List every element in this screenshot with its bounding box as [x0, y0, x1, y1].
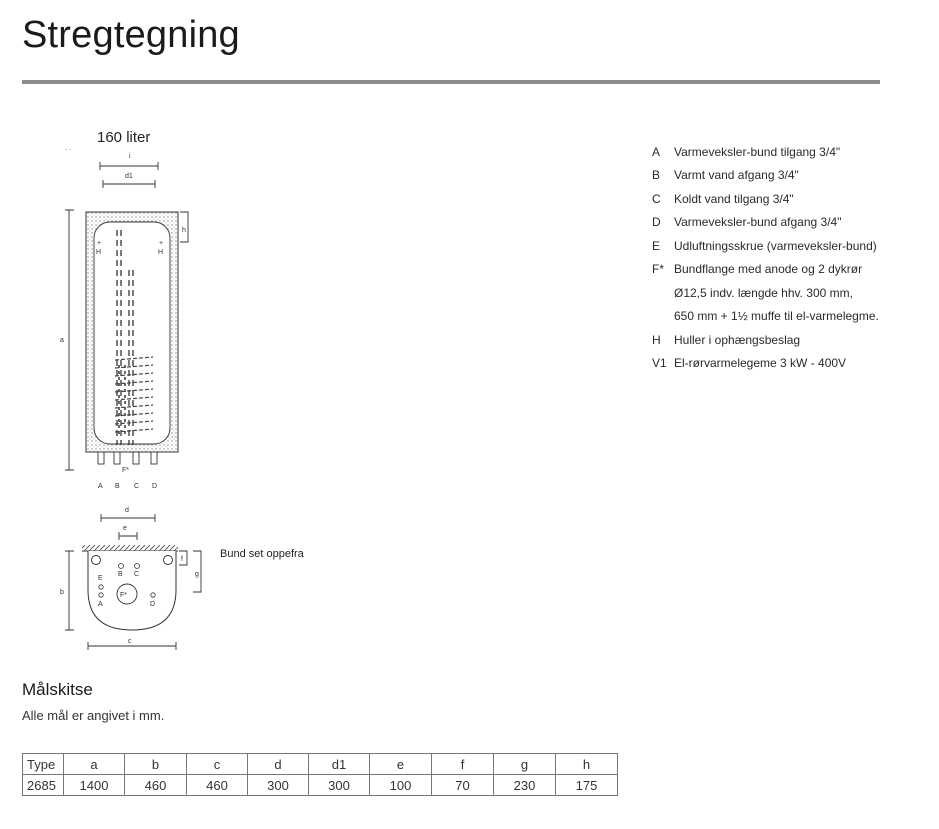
- bottom-c-label: C: [134, 571, 139, 578]
- legend-text: Ø12,5 indv. længde hhv. 300 mm,: [674, 285, 853, 300]
- table-cell: 300: [247, 774, 309, 796]
- legend-key: C: [652, 191, 661, 206]
- bottom-b-label: B: [118, 571, 123, 578]
- legend-key: D: [652, 215, 661, 230]
- legend-key: V1: [652, 356, 667, 371]
- table-header-cell: f: [431, 753, 494, 775]
- bottom-flange-label: F*: [120, 592, 127, 599]
- title-divider: [22, 80, 880, 84]
- legend-text: Varmeveksler-bund afgang 3/4": [674, 215, 842, 230]
- legend-text: Udluftningsskrue (varmeveksler-bund): [674, 238, 877, 253]
- table-header-cell: a: [63, 753, 125, 775]
- tank-inner: [93, 221, 171, 445]
- bottom-a-label: A: [98, 601, 103, 608]
- legend-key: F*: [652, 262, 664, 277]
- table-cell: 460: [186, 774, 248, 796]
- legend-item: 650 mm + 1½ muffe til el-varmelegme.: [652, 305, 932, 329]
- table-cell: 100: [369, 774, 432, 796]
- legend-item: A Varmeveksler-bund tilgang 3/4": [652, 140, 932, 164]
- legend-text: El-rørvarmelegeme 3 kW - 400V: [674, 356, 847, 371]
- page-title: Stregtegning: [22, 14, 240, 56]
- svg-text:. .: . .: [65, 143, 72, 152]
- dim-h-label: h: [182, 227, 186, 234]
- table-header-cell: d1: [308, 753, 370, 775]
- legend-item: F* Bundflange med anode og 2 dykrør: [652, 258, 932, 282]
- table-cell: 175: [555, 774, 618, 796]
- legend: A Varmeveksler-bund tilgang 3/4" B Varmt v…: [652, 140, 932, 375]
- flange-label-side: F*: [122, 467, 129, 474]
- dim-i-label: i: [129, 153, 131, 160]
- svg-text:+: +: [159, 240, 163, 247]
- table-header-cell: c: [186, 753, 248, 775]
- legend-item: B Varmt vand afgang 3/4": [652, 164, 932, 188]
- table-header-cell: Type: [22, 753, 64, 775]
- table-header-cell: d: [247, 753, 309, 775]
- bottom-d-label: D: [150, 601, 155, 608]
- legend-item: D Varmeveksler-bund afgang 3/4": [652, 211, 932, 235]
- legend-item: V1 El-rørvarmelegeme 3 kW - 400V: [652, 352, 932, 376]
- legend-key: B: [652, 168, 661, 183]
- capacity-label: 160 liter: [97, 129, 150, 146]
- legend-text: Koldt vand tilgang 3/4": [674, 191, 794, 206]
- legend-text: Huller i ophængsbeslag: [674, 332, 801, 347]
- table-header-cell: e: [369, 753, 432, 775]
- bottom-e-label: E: [98, 575, 103, 582]
- connection-b-label: B: [115, 483, 120, 490]
- table-header-row: Type a b c d d1 e f g h: [22, 753, 618, 775]
- table-header-cell: h: [555, 753, 618, 775]
- table-cell: 460: [124, 774, 187, 796]
- connection-a-label: A: [98, 483, 103, 490]
- table-cell: 1400: [63, 774, 125, 796]
- table-header-cell: b: [124, 753, 187, 775]
- hanger-h-right: H: [158, 249, 163, 256]
- bottom-note: Bund set oppefra: [220, 548, 305, 560]
- section-title: Målskitse: [22, 680, 93, 699]
- legend-text: Varmeveksler-bund tilgang 3/4": [674, 144, 841, 159]
- connection-d-label: D: [152, 483, 157, 490]
- dim-a-label: a: [60, 337, 64, 344]
- dim-e-label: e: [123, 525, 127, 532]
- dim-b-label: b: [60, 589, 64, 596]
- table-row: 2685 1400 460 460 300 300 100 70 230 175: [22, 774, 618, 796]
- dim-c-label: c: [128, 638, 132, 645]
- table-cell: 300: [308, 774, 370, 796]
- legend-item: E Udluftningsskrue (varmeveksler-bund): [652, 234, 932, 258]
- table-cell: 2685: [22, 774, 64, 796]
- technical-drawing: . . 160 liter i d1 a h + H + H F* A B C …: [60, 129, 305, 650]
- legend-text: Bundflange med anode og 2 dykrør: [674, 262, 863, 277]
- legend-key: A: [652, 144, 661, 159]
- dimension-table: Type a b c d d1 e f g h 2685 1400 460 46…: [22, 753, 618, 796]
- table-header-cell: g: [493, 753, 556, 775]
- legend-key: H: [652, 332, 661, 347]
- legend-text: 650 mm + 1½ muffe til el-varmelegme.: [674, 309, 879, 324]
- connection-c-label: C: [134, 483, 139, 490]
- dim-f-label: f: [181, 556, 183, 563]
- table-cell: 230: [493, 774, 556, 796]
- legend-item: C Koldt vand tilgang 3/4": [652, 187, 932, 211]
- dim-g-label: g: [195, 571, 199, 578]
- legend-item: H Huller i ophængsbeslag: [652, 328, 932, 352]
- section-subtitle: Alle mål er angivet i mm.: [22, 708, 165, 723]
- hanger-h-left: H: [96, 249, 101, 256]
- dim-d1-label: d1: [125, 173, 133, 180]
- dim-d-label: d: [125, 507, 129, 514]
- legend-text: Varmt vand afgang 3/4": [674, 168, 799, 183]
- legend-item: Ø12,5 indv. længde hhv. 300 mm,: [652, 281, 932, 305]
- legend-key: E: [652, 238, 661, 253]
- table-cell: 70: [431, 774, 494, 796]
- svg-text:+: +: [97, 240, 101, 247]
